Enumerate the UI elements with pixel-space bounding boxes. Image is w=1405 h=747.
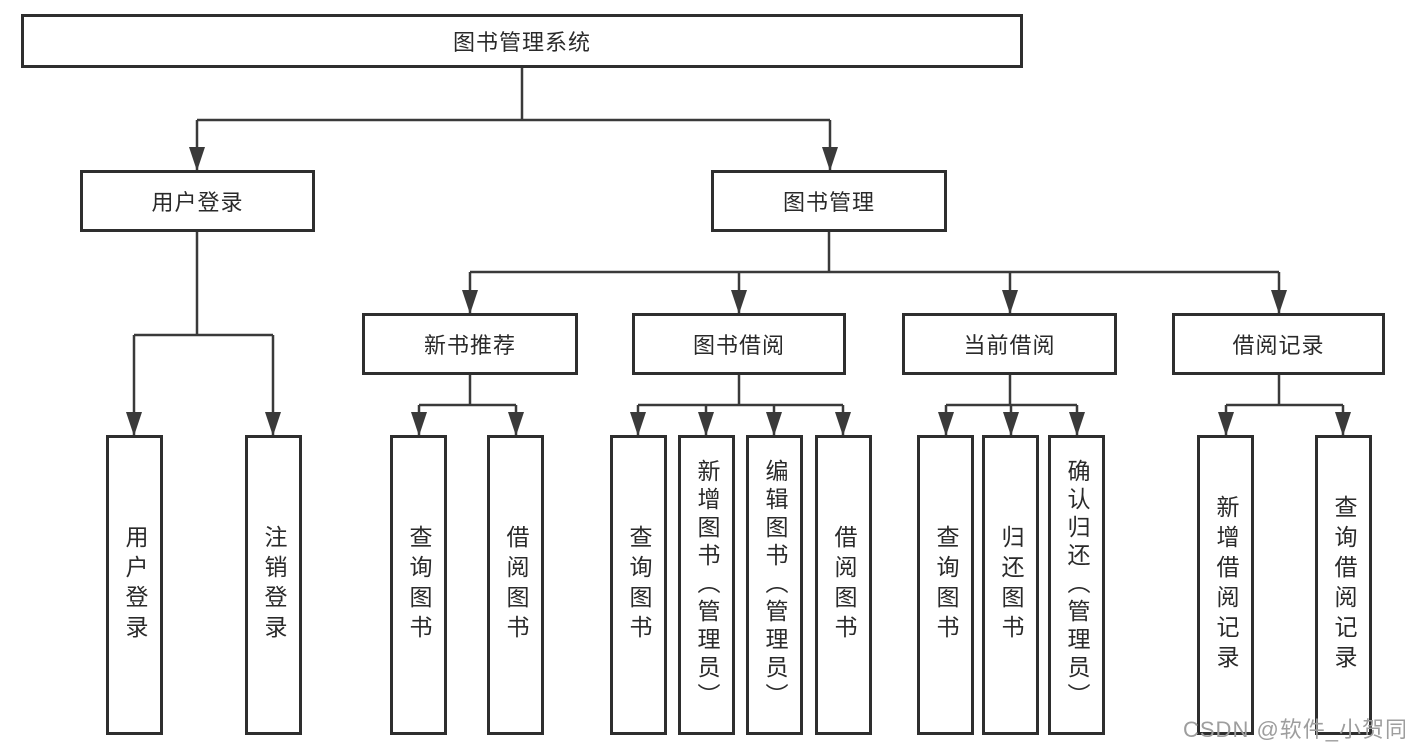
- node-library-management-system: 图书管理系统: [21, 14, 1023, 68]
- node-label: 新书推荐: [423, 333, 516, 358]
- node-label: 借阅图书: [503, 525, 529, 645]
- node-label: 借阅记录: [1232, 333, 1325, 358]
- node-label: 用户登录: [122, 525, 148, 645]
- node-label: 图书管理系统: [452, 30, 591, 55]
- leaf-search-book-recommend: 查询图书: [390, 435, 447, 735]
- node-label: 用户登录: [151, 190, 244, 215]
- node-label: 查询借阅记录: [1331, 495, 1357, 675]
- node-label: 注销登录: [261, 525, 287, 645]
- node-book-management: 图书管理: [711, 170, 947, 232]
- node-label: 图书借阅: [692, 333, 785, 358]
- node-user-login: 用户登录: [80, 170, 315, 232]
- node-label: 新增图书（管理员）: [694, 459, 720, 711]
- leaf-add-borrow-record: 新增借阅记录: [1197, 435, 1254, 735]
- leaf-return-book: 归还图书: [982, 435, 1039, 735]
- leaf-add-book-admin: 新增图书（管理员）: [678, 435, 735, 735]
- leaf-user-login: 用户登录: [106, 435, 163, 735]
- node-new-book-recommend: 新书推荐: [362, 313, 578, 375]
- node-label: 图书管理: [782, 190, 875, 215]
- node-label: 查询图书: [933, 525, 959, 645]
- leaf-search-book-current: 查询图书: [917, 435, 974, 735]
- node-label: 确认归还（管理员）: [1064, 459, 1090, 711]
- node-book-borrow: 图书借阅: [632, 313, 846, 375]
- node-label: 归还图书: [998, 525, 1024, 645]
- node-label: 当前借阅: [963, 333, 1056, 358]
- leaf-borrow-book-recommend: 借阅图书: [487, 435, 544, 735]
- node-label: 新增借阅记录: [1213, 495, 1239, 675]
- leaf-search-book-borrow: 查询图书: [610, 435, 667, 735]
- node-current-borrow: 当前借阅: [902, 313, 1117, 375]
- node-label: 编辑图书（管理员）: [762, 459, 788, 711]
- node-borrow-records: 借阅记录: [1172, 313, 1385, 375]
- node-label: 查询图书: [406, 525, 432, 645]
- watermark: CSDN @软件_小贺同学: [1183, 717, 1405, 742]
- leaf-logout-login: 注销登录: [245, 435, 302, 735]
- leaf-search-borrow-record: 查询借阅记录: [1315, 435, 1372, 735]
- leaf-edit-book-admin: 编辑图书（管理员）: [746, 435, 803, 735]
- leaf-confirm-return-admin: 确认归还（管理员）: [1048, 435, 1105, 735]
- node-label: 借阅图书: [831, 525, 857, 645]
- node-label: 查询图书: [626, 525, 652, 645]
- leaf-borrow-book: 借阅图书: [815, 435, 872, 735]
